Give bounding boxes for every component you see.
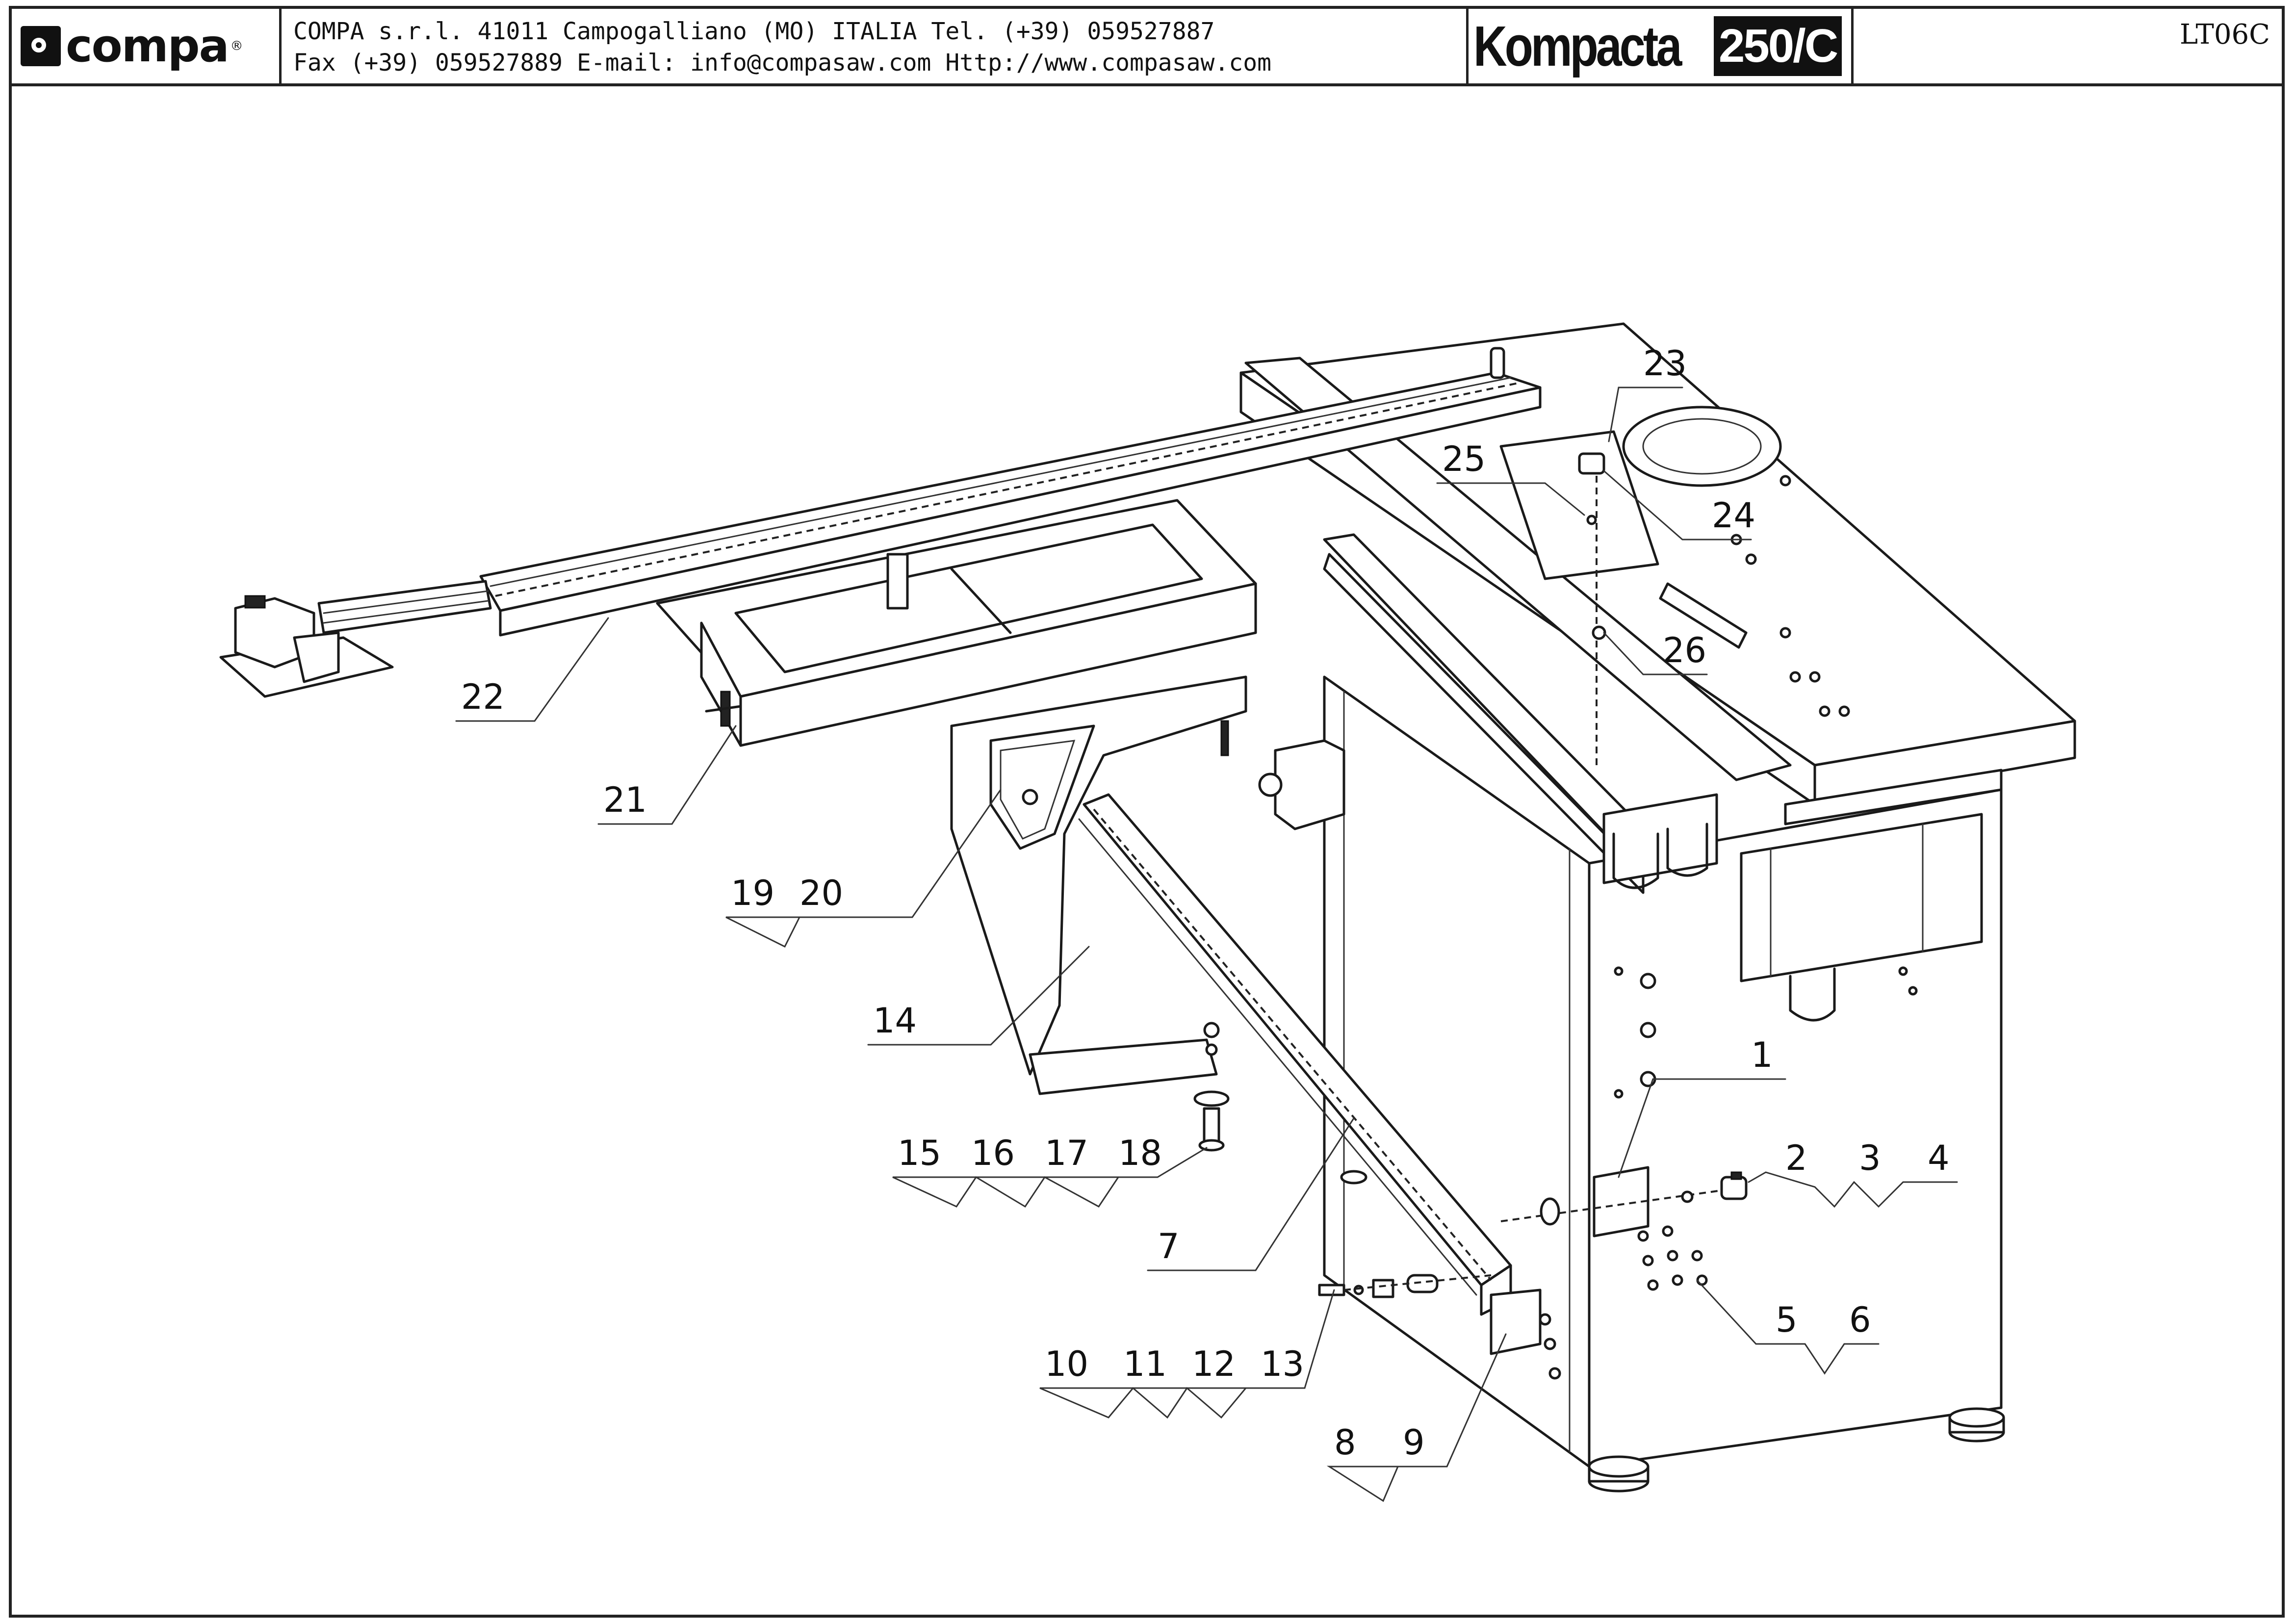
- address-line-1: COMPA s.r.l. 41011 Campogalliano (MO) IT…: [293, 18, 1215, 45]
- sheet-code: LT06C: [2179, 19, 2270, 51]
- callout-23: 23: [1643, 343, 1687, 384]
- title-block: compa ® COMPA s.r.l. 41011 Campogalliano…: [12, 9, 2282, 86]
- callout-9: 9: [1403, 1422, 1425, 1463]
- registered-mark: ®: [230, 39, 243, 53]
- fastener-set-10-13: [1318, 1274, 1492, 1298]
- mount-plate: [1318, 1274, 1561, 1380]
- callout-13: 13: [1261, 1344, 1304, 1384]
- saw-cabinet: [1239, 322, 2076, 1493]
- callout-24: 24: [1712, 495, 1755, 536]
- address-cell: COMPA s.r.l. 41011 Campogalliano (MO) IT…: [282, 9, 1469, 83]
- logo-text: compa: [66, 20, 230, 72]
- table-holes: [1730, 475, 1850, 717]
- brand-name: Kompacta: [1473, 14, 1682, 78]
- callout-1: 1: [1751, 1035, 1773, 1075]
- logo-cell: compa ®: [12, 9, 282, 83]
- callout-5: 5: [1776, 1300, 1798, 1340]
- callout-21: 21: [603, 780, 647, 820]
- callout-labels: 1 2 3 4 5 6 7 8 9 10 11 12 13 14 15 16 1…: [461, 343, 1950, 1463]
- callout-20: 20: [799, 873, 843, 913]
- callout-22: 22: [461, 677, 505, 717]
- callout-6: 6: [1849, 1300, 1871, 1340]
- carriage-frame: [656, 499, 1257, 747]
- callout-14: 14: [873, 1001, 917, 1041]
- callout-8: 8: [1334, 1422, 1356, 1463]
- bracket-assembly: [1500, 1166, 1748, 1291]
- address-line-2: Fax (+39) 059527889 E-mail: info@compasa…: [293, 49, 1271, 77]
- callout-15: 15: [898, 1133, 941, 1173]
- callout-25: 25: [1442, 439, 1486, 479]
- callout-18: 18: [1118, 1133, 1162, 1173]
- bolt-pattern: [1637, 1225, 1708, 1291]
- brand-cell: Kompacta 250/C: [1469, 9, 1851, 83]
- brand-model: 250/C: [1714, 16, 1842, 76]
- callout-4: 4: [1928, 1138, 1950, 1178]
- callout-7: 7: [1158, 1226, 1180, 1266]
- callout-10: 10: [1045, 1344, 1088, 1384]
- callout-17: 17: [1045, 1133, 1088, 1173]
- callout-11: 11: [1123, 1344, 1167, 1384]
- drawing-sheet: compa ® COMPA s.r.l. 41011 Campogalliano…: [9, 6, 2285, 1618]
- blade-guard-plate: [1499, 430, 1659, 765]
- cabinet-feet: [1588, 1407, 2005, 1493]
- callout-16: 16: [971, 1133, 1015, 1173]
- compa-logo-icon: [21, 26, 61, 66]
- callout-3: 3: [1859, 1138, 1881, 1178]
- leader-lines: [455, 387, 1958, 1502]
- callout-26: 26: [1663, 630, 1706, 670]
- callout-19: 19: [731, 873, 774, 913]
- callout-2: 2: [1785, 1138, 1807, 1178]
- callout-12: 12: [1192, 1344, 1236, 1384]
- crosscut-fence: [219, 347, 1542, 698]
- support-bracket: [950, 675, 1247, 1152]
- code-cell: LT06C: [1851, 9, 2285, 83]
